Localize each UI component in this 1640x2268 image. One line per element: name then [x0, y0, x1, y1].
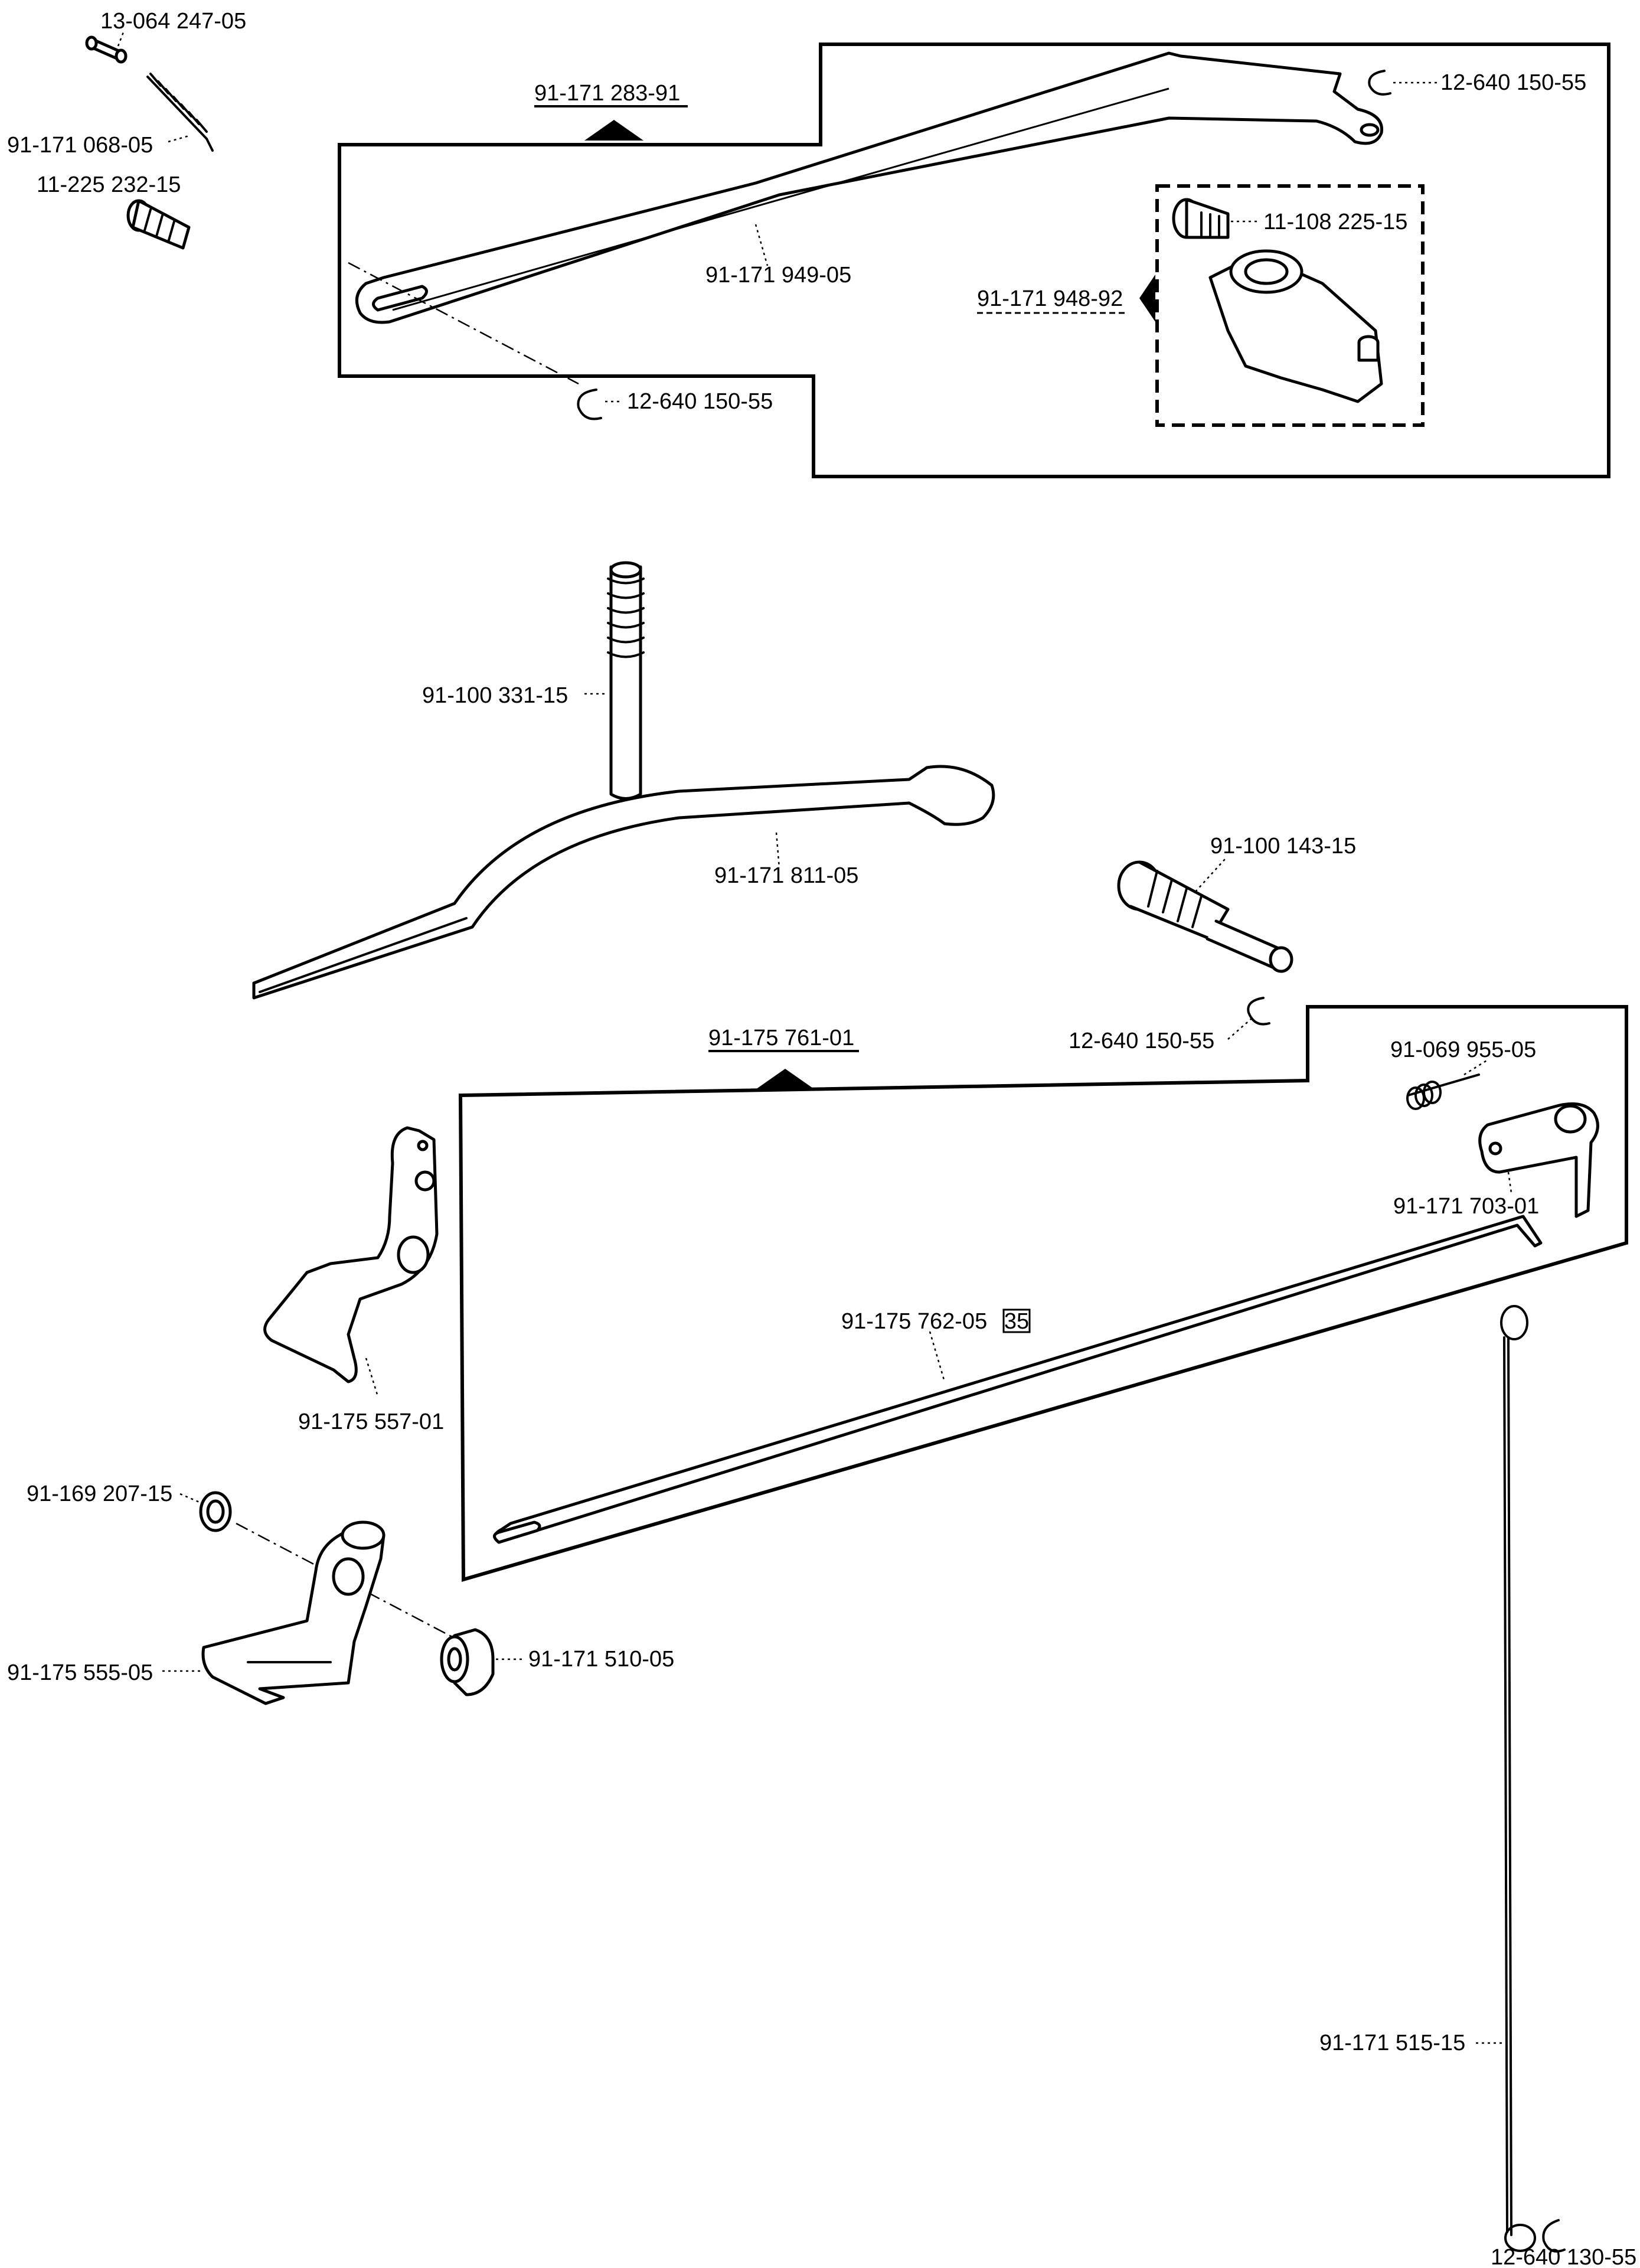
label-ring-mid: 12-640 150-55 [1069, 1029, 1214, 1053]
curved-lever [252, 765, 995, 1000]
label-ring-top-lower: 12-640 150-55 [627, 389, 773, 414]
sub-assembly-box [1155, 184, 1425, 427]
leader-bracket [365, 1357, 379, 1397]
assembly-box-mid [458, 1005, 1628, 1582]
label-washer: 91-169 207-15 [27, 1481, 172, 1506]
assembly-pointer-mid [756, 1069, 815, 1089]
e-ring-icon [1368, 70, 1391, 96]
threaded-pin-icon [607, 561, 645, 800]
coil-spring-icon [146, 73, 214, 152]
spring-pin-icon [85, 35, 128, 64]
clamp-block-icon [1208, 249, 1383, 403]
label-spring-pin: 13-064 247-05 [100, 9, 246, 34]
leader-torsion-spring [1463, 1059, 1488, 1076]
e-ring-icon-mid [1247, 997, 1270, 1026]
leader-ring-mid [1227, 1018, 1252, 1040]
clamp-screw-icon [1172, 198, 1230, 239]
sub-assembly-pointer [1139, 275, 1155, 322]
long-lever-hole [1360, 123, 1380, 137]
label-threaded-pin: 91-100 331-15 [422, 683, 568, 708]
long-lever-slot [372, 285, 428, 312]
assembly-box-top [338, 43, 1610, 478]
leader-crank-plate [1507, 1171, 1512, 1193]
label-assembly-2: 91-175 761-01 [708, 1026, 854, 1050]
e-ring-icon-bottom [1542, 2219, 1566, 2253]
label-wire-link: 91-171 515-15 [1319, 2031, 1465, 2055]
leader-spring-pin [117, 30, 125, 47]
e-ring-icon-lower [577, 389, 602, 420]
stud-screw-icon [1117, 860, 1293, 973]
label-rod-long: 91-175 762-05 [841, 1309, 987, 1334]
label-crank-plate: 91-171 703-01 [1393, 1194, 1539, 1219]
label-cutter-plate: 91-175 555-05 [7, 1660, 153, 1685]
torsion-spring-icon [1406, 1073, 1480, 1110]
label-bushing: 91-171 510-05 [528, 1647, 674, 1672]
chain-line-lever [348, 262, 579, 385]
leader-rod-long [929, 1331, 946, 1382]
leader-washer [179, 1493, 201, 1504]
bushing-icon [440, 1628, 495, 1696]
label-torsion-spring: 91-069 955-05 [1390, 1037, 1536, 1062]
label-stud-screw: 91-100 143-15 [1210, 834, 1356, 859]
label-bracket: 91-175 557-01 [298, 1409, 444, 1434]
label-ring-top-right: 12-640 150-55 [1440, 70, 1586, 95]
curved-lever-edge [259, 917, 468, 993]
long-lever-edge [392, 87, 1169, 311]
leader-curved-lever [775, 832, 780, 869]
label-screw-clamp: 11-108 225-15 [1263, 210, 1407, 234]
rod-badge-box [1002, 1308, 1031, 1333]
leader-stud-screw [1195, 859, 1226, 892]
label-sub-assembly: 91-171 948-92 [977, 286, 1123, 311]
assembly-pointer-top [584, 120, 643, 141]
long-rod-loop [493, 1520, 541, 1544]
crank-plate-icon [1478, 1102, 1599, 1218]
rod-badge: 35 [1004, 1309, 1029, 1334]
washer-inner [206, 1499, 225, 1524]
label-top-screw: 11-225 232-15 [37, 172, 181, 197]
label-ring-bottom: 12-640 130-55 [1491, 2245, 1636, 2268]
long-rod [494, 1215, 1543, 1544]
label-top-spring: 91-171 068-05 [7, 133, 153, 158]
label-assembly-1: 91-171 283-91 [534, 81, 680, 106]
leader-top-spring [168, 135, 190, 143]
wire-link-icon [1500, 1305, 1536, 2252]
label-lever-long: 91-171 949-05 [705, 263, 851, 288]
set-screw-icon [126, 199, 191, 250]
bracket-icon [263, 1126, 439, 1383]
label-curved-lever: 91-171 811-05 [714, 863, 858, 888]
long-lever [355, 51, 1383, 324]
leader-lever-long [754, 224, 769, 266]
cutter-plate-icon [201, 1520, 386, 1705]
